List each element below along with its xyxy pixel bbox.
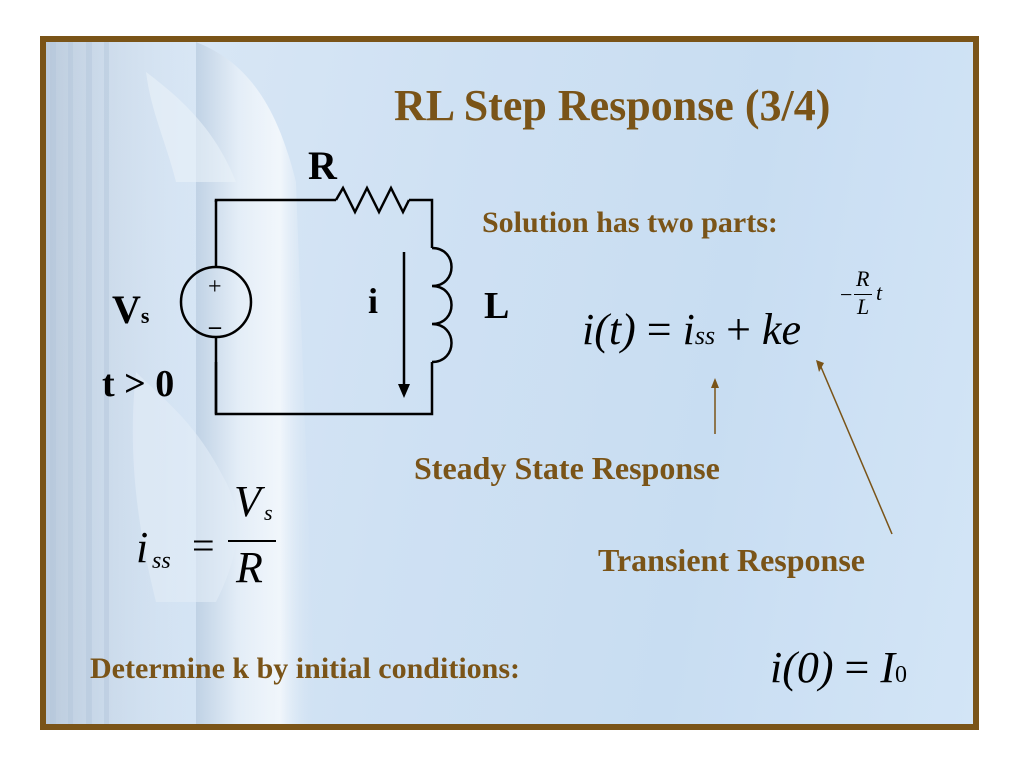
current-arrow-head bbox=[398, 384, 410, 398]
equation-equals: = bbox=[646, 305, 672, 354]
iss-numerator-subscript: s bbox=[264, 500, 273, 525]
equation-iss-subscript: ss bbox=[694, 321, 716, 350]
column-background-image bbox=[46, 42, 316, 724]
time-condition-label: t > 0 bbox=[102, 363, 175, 405]
main-equation: i(t) = iss + ke bbox=[582, 304, 801, 355]
inductor-symbol bbox=[431, 246, 453, 364]
solution-heading: Solution has two parts: bbox=[482, 206, 778, 239]
initial-rhs: I bbox=[880, 643, 896, 692]
iss-fraction-bar bbox=[228, 540, 276, 542]
source-label-subscript: s bbox=[140, 303, 150, 328]
iss-denominator: R bbox=[236, 543, 263, 592]
slide-title: RL Step Response (3/4) bbox=[394, 81, 831, 130]
transient-arrow-head bbox=[816, 360, 824, 372]
initial-equals: = bbox=[844, 643, 870, 692]
iss-lhs: i bbox=[136, 523, 149, 572]
resistor-label: R bbox=[308, 143, 337, 188]
exponent-minus: − bbox=[840, 282, 853, 307]
equation-plus: + bbox=[726, 305, 751, 354]
current-label: i bbox=[368, 281, 379, 321]
source-label-main: V bbox=[112, 287, 141, 332]
steady-state-label: Steady State Response bbox=[414, 450, 720, 486]
exponent-fraction-bar bbox=[854, 294, 872, 295]
iss-lhs-subscript: ss bbox=[152, 548, 171, 574]
slide-canvas: RL Step Response (3/4) R + – bbox=[46, 42, 973, 724]
top-right-wire bbox=[409, 198, 434, 248]
slide-frame: RL Step Response (3/4) R + – bbox=[40, 36, 979, 730]
initial-rhs-subscript: 0 bbox=[895, 662, 908, 688]
source-minus-sign: – bbox=[209, 314, 221, 340]
resistor-symbol bbox=[334, 185, 411, 215]
steady-state-arrow-head bbox=[711, 378, 719, 388]
source-plus-sign: + bbox=[208, 274, 222, 300]
iss-numerator: V bbox=[234, 477, 261, 526]
equation-lhs: i(t) bbox=[582, 305, 636, 354]
determine-k-text: Determine k by initial conditions: bbox=[90, 652, 521, 685]
rl-circuit-diagram bbox=[179, 185, 453, 416]
transient-label: Transient Response bbox=[598, 542, 865, 578]
initial-condition-equation: i(0) = I0 bbox=[770, 642, 907, 693]
equation-iss: i bbox=[682, 305, 695, 354]
inductor-label: L bbox=[484, 285, 510, 327]
initial-lhs: i(0) bbox=[770, 643, 834, 692]
iss-equals: = bbox=[192, 523, 215, 568]
source-label: Vs bbox=[112, 286, 149, 333]
transient-arrow-shaft bbox=[820, 366, 893, 535]
equation-e: e bbox=[781, 305, 801, 354]
exponent-t: t bbox=[876, 280, 883, 305]
exponent-denominator: L bbox=[857, 294, 870, 319]
annotation-arrows bbox=[711, 360, 893, 535]
equation-k: k bbox=[761, 305, 782, 354]
exponent-numerator: R bbox=[856, 266, 870, 291]
iss-equation: i ss = V s R bbox=[136, 472, 296, 602]
